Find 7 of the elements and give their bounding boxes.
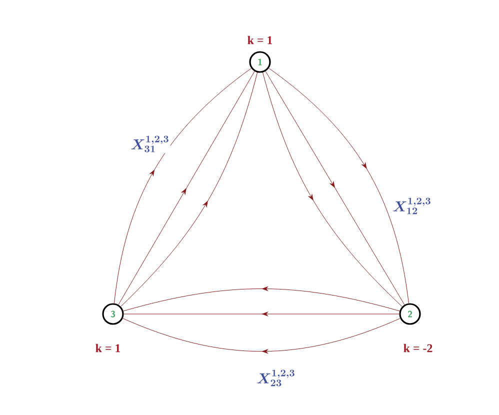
edge-label: $X_{23}^{1,2,3}$ <box>256 368 296 388</box>
node-label: k = 1 <box>96 344 120 352</box>
edge-label: $X_{12}^{1,2,3}$ <box>392 196 432 216</box>
node-label: k = -2 <box>404 344 432 352</box>
arrow <box>122 318 400 354</box>
edge-label: $X_{31}^{1,2,3}$ <box>130 134 170 154</box>
node-label: k = 1 <box>248 36 272 44</box>
